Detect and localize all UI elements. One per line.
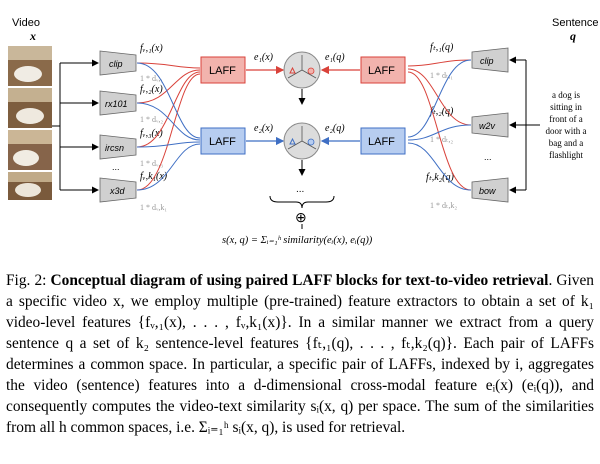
embed-label-e2q: e₂(q) bbox=[325, 123, 345, 134]
text-extractor-label: clip bbox=[480, 56, 494, 66]
caption-body: . Given a specific video x, we employ mu… bbox=[6, 272, 594, 436]
similarity-formula: s(x, q) = Σᵢ₌₁ʰ similarity(eᵢ(x), eᵢ(q)) bbox=[222, 235, 373, 246]
figure-diagram: Video x clip rx101 ircsn x3d ... bbox=[8, 17, 598, 246]
sentence-line: flashlight bbox=[549, 150, 583, 160]
text-laff-connectors bbox=[407, 59, 472, 191]
embed-label-e1q: e₁(q) bbox=[325, 52, 345, 63]
text-weight-label: 1 * dₜ,k₂ bbox=[430, 201, 457, 210]
video-feature-labels: fᵥ,₁(x) 1 * dᵥ,₁ fᵥ,₂(x) 1 * dᵥ,₂ fᵥ,₃(x… bbox=[140, 43, 168, 212]
text-laff-2 bbox=[360, 127, 406, 155]
embed-label-e2x: e₂(x) bbox=[254, 123, 274, 134]
similarity-space-1 bbox=[283, 51, 321, 89]
sentence-line: a dog is bbox=[552, 90, 580, 100]
video-laff-blocks: LAFF LAFF bbox=[200, 56, 246, 155]
video-var: x bbox=[29, 29, 36, 43]
video-extractor-ellipsis: ... bbox=[112, 162, 120, 172]
sentence-fanout-arrows bbox=[509, 56, 540, 194]
video-extractor-label: clip bbox=[109, 59, 123, 69]
caption-prefix: Fig. 2: bbox=[6, 272, 51, 289]
similarity-space-2 bbox=[283, 122, 321, 160]
sentence-var: q bbox=[570, 29, 576, 43]
text-extractor-label: bow bbox=[479, 186, 496, 196]
text-laff-blocks: LAFF LAFF bbox=[360, 56, 406, 155]
figure-caption: Fig. 2: Conceptual diagram of using pair… bbox=[6, 270, 594, 438]
embedding-arrows bbox=[246, 65, 360, 146]
video-feature-label: fᵥ,₂(x) bbox=[140, 84, 163, 95]
text-laff-2-label: LAFF bbox=[368, 136, 395, 148]
video-title: Video bbox=[12, 17, 40, 29]
text-feature-label: fₜ,₁(q) bbox=[430, 42, 454, 53]
text-weight-label: 1 * dₜ,₁ bbox=[430, 71, 453, 80]
embedding-labels: e₁(x) e₁(q) e₂(x) e₂(q) bbox=[254, 52, 345, 134]
sentence-title: Sentence bbox=[552, 17, 598, 29]
text-extractor-ellipsis: ... bbox=[484, 152, 492, 162]
text-feature-label: fₜ,k₂(q) bbox=[426, 172, 454, 183]
text-extractors: clip w2v bow ... bbox=[471, 47, 509, 203]
text-extractor-label: w2v bbox=[479, 121, 496, 131]
sentence-line: bag and a bbox=[549, 138, 583, 148]
sentence-line: sitting in bbox=[550, 102, 582, 112]
video-weight-label: 1 * dᵥ,₂ bbox=[140, 115, 163, 124]
video-laff-2 bbox=[200, 127, 246, 155]
text-feature-label: fₜ,₂(q) bbox=[430, 106, 454, 117]
sentence-line: front of a bbox=[549, 114, 583, 124]
video-fanout-arrows bbox=[52, 59, 99, 194]
embed-label-e1x: e₁(x) bbox=[254, 52, 274, 63]
video-laff-connectors bbox=[136, 62, 201, 191]
video-extractors: clip rx101 ircsn x3d ... bbox=[99, 50, 137, 203]
text-weight-label: 1 * dₜ,₂ bbox=[430, 135, 453, 144]
text-laff-1-label: LAFF bbox=[368, 65, 395, 77]
video-feature-label: fᵥ,₁(x) bbox=[140, 43, 163, 54]
video-feature-label: fᵥ,₃(x) bbox=[140, 128, 163, 139]
spaces-ellipsis: ... bbox=[296, 184, 304, 195]
video-laff-1 bbox=[200, 56, 246, 84]
sum-brace bbox=[269, 195, 335, 209]
video-weight-label: 1 * dᵥ,₁ bbox=[140, 74, 163, 83]
video-weight-label: 1 * dᵥ,k₁ bbox=[140, 203, 167, 212]
video-frames bbox=[8, 46, 52, 200]
video-weight-label: 1 * dᵥ,₃ bbox=[140, 159, 163, 168]
sum-operator: ⊕ bbox=[295, 211, 307, 226]
caption-title: Conceptual diagram of using paired LAFF … bbox=[50, 272, 549, 289]
video-extractor-label: rx101 bbox=[105, 99, 128, 109]
video-feature-label: fᵥ,k₁(x) bbox=[140, 171, 168, 182]
sentence-text: a dog is sitting in front of a door with… bbox=[546, 90, 587, 160]
text-feature-labels: fₜ,₁(q) 1 * dₜ,₁ fₜ,₂(q) 1 * dₜ,₂ fₜ,k₂(… bbox=[426, 42, 457, 210]
video-laff-1-label: LAFF bbox=[209, 65, 236, 77]
video-extractor-label: x3d bbox=[109, 186, 126, 196]
video-extractor-label: ircsn bbox=[105, 143, 124, 153]
sentence-line: door with a bbox=[546, 126, 587, 136]
text-laff-1 bbox=[360, 56, 406, 84]
video-laff-2-label: LAFF bbox=[209, 136, 236, 148]
